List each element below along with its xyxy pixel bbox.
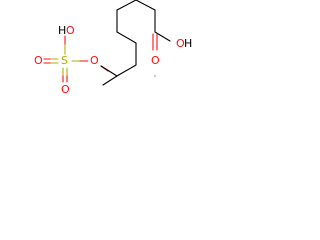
chemical-structure: H O O S O O O H O	[34, 0, 192, 96]
bond-ester-o-ch	[100, 65, 118, 77]
acid-h-label: H	[184, 37, 192, 50]
bond-c7-c8	[135, 0, 156, 11]
sulfur-label: S	[61, 54, 68, 67]
bond-c4-c5	[116, 31, 137, 44]
sulfonic-o-label: O	[66, 24, 75, 37]
bond-c9-acid	[154, 31, 171, 42]
bond-c6-c7	[116, 0, 137, 11]
sulfonyl-o-bottom-label: O	[61, 83, 70, 96]
sulfonic-h-label: H	[58, 24, 66, 37]
bond-c2-c3	[116, 64, 137, 77]
bond-ch-methyl	[102, 75, 118, 86]
acid-carbonyl-o-label: O	[151, 54, 160, 67]
acid-o-label: O	[176, 37, 185, 50]
sulfonyl-o-left-label: O	[34, 54, 43, 67]
ester-o-label: O	[90, 54, 99, 67]
